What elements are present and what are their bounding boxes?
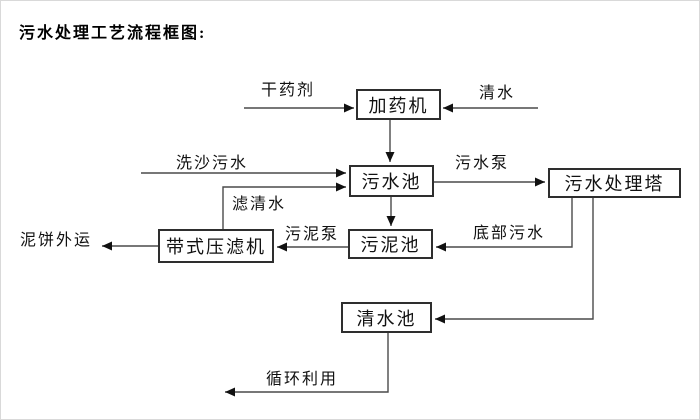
diagram-title: 污水处理工艺流程框图: — [19, 25, 207, 42]
flow-label-bottom-sewage: 底部污水 — [472, 225, 546, 242]
node-dosing-machine: 加药机 — [356, 89, 441, 120]
edge-tower-to-clean-water-pool — [435, 198, 594, 324]
flow-label-filtered-water: 滤清水 — [231, 196, 287, 213]
edge-filtered-water-to-sewage-pool — [222, 182, 346, 229]
flow-label-clean-water: 清水 — [478, 85, 516, 102]
flow-label-sand-washing-sewage: 洗沙污水 — [175, 155, 249, 172]
node-belt-filter-press: 带式压滤机 — [158, 229, 274, 263]
flow-label-mud-cake-outbound: 泥饼外运 — [19, 232, 93, 249]
edge-tower-bottom-to-sludge-pool — [436, 198, 573, 252]
flow-label-sewage-pump: 污水泵 — [454, 155, 510, 172]
flow-label-dry-agent: 干药剂 — [260, 82, 316, 99]
flow-label-recycling: 循环利用 — [265, 371, 339, 388]
edge-clean-water-pool-to-recycling — [225, 333, 389, 397]
node-sewage-treatment-tower: 污水处理塔 — [548, 168, 681, 198]
flow-label-sludge-pump: 污泥泵 — [284, 226, 340, 243]
node-sewage-pool: 污水池 — [349, 165, 434, 197]
node-clean-water-pool: 清水池 — [341, 302, 432, 333]
node-sludge-pool: 污泥池 — [348, 229, 433, 259]
